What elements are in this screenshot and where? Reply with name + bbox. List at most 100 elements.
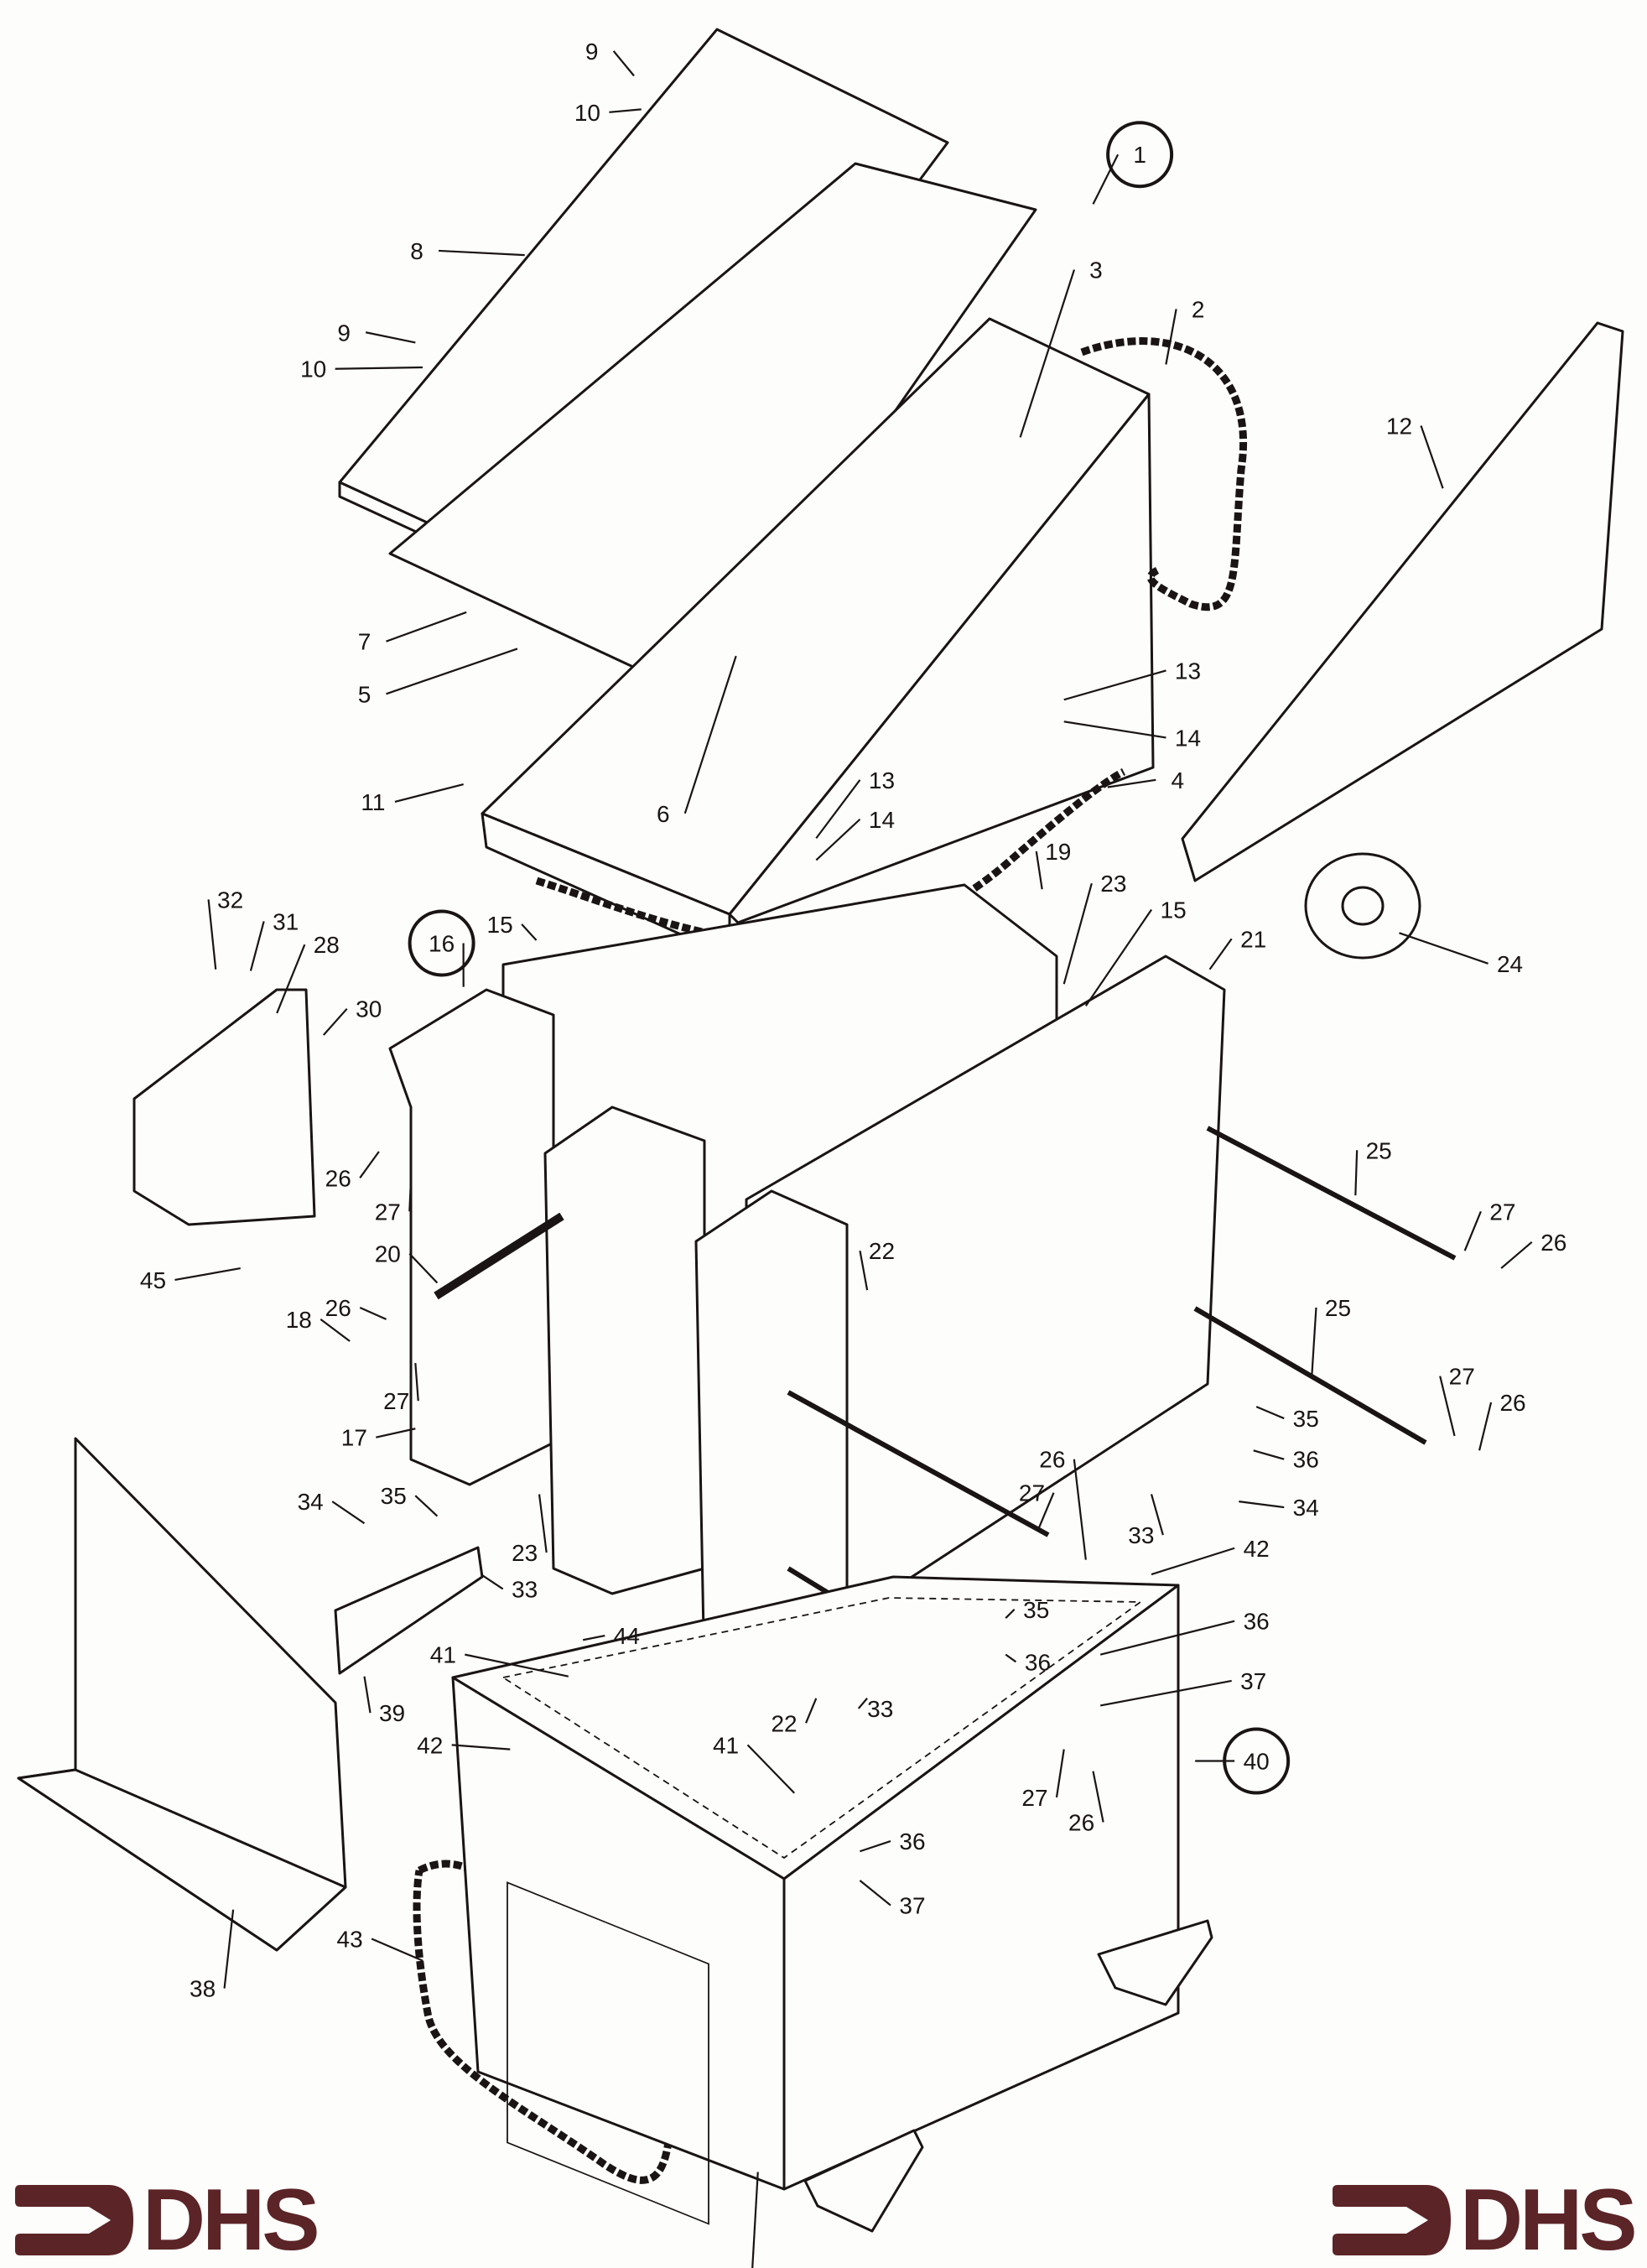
callout-9: 9: [337, 320, 351, 346]
part-left-section: [388, 988, 555, 1486]
callout-23: 23: [1100, 871, 1126, 897]
callout-33: 33: [512, 1576, 538, 1602]
leader-line-42: [1151, 1547, 1235, 1576]
part-base-casing: [451, 1575, 1180, 2225]
callout-27: 27: [1019, 1480, 1045, 1506]
callout-37: 37: [899, 1893, 925, 1919]
leader-line-12: [1420, 425, 1444, 489]
callout-42: 42: [417, 1732, 443, 1758]
leader-line-26: [359, 1306, 387, 1320]
callout-43: 43: [337, 1927, 363, 1953]
callout-3: 3: [1089, 257, 1103, 284]
callout-12: 12: [1386, 413, 1412, 439]
callout-27: 27: [1489, 1199, 1515, 1225]
leader-line-26: [1073, 1459, 1087, 1560]
leader-line-9: [612, 50, 635, 77]
leader-line-37: [1099, 1679, 1232, 1707]
leader-line-7: [386, 611, 467, 642]
leader-line-42: [451, 1744, 511, 1750]
callout-25: 25: [1366, 1137, 1392, 1163]
leader-line-13: [1063, 669, 1166, 701]
callout-34: 34: [298, 1489, 324, 1515]
callout-circle-16: [408, 909, 475, 977]
callout-35: 35: [1023, 1597, 1049, 1623]
leader-line-27: [414, 1362, 419, 1402]
callout-26: 26: [1540, 1230, 1566, 1256]
leader-line-26: [1092, 1771, 1104, 1823]
callout-44: 44: [614, 1623, 640, 1649]
leader-line-1: [1092, 153, 1120, 205]
leader-line-22: [859, 1251, 869, 1291]
dhs-logo-right: DHS: [1329, 2177, 1638, 2264]
part-tie-rod-upper: [1206, 1126, 1457, 1261]
callout-5: 5: [358, 681, 371, 707]
callout-13: 13: [869, 767, 895, 793]
leader-line-45: [174, 1267, 241, 1282]
leader-line-37: [859, 1880, 891, 1906]
callout-15: 15: [1161, 897, 1187, 923]
arrow-logo-icon: [15, 2185, 133, 2255]
leader-line-35: [1005, 1608, 1016, 1619]
dhs-logo-left: DHS: [12, 2172, 320, 2268]
leader-line-43: [371, 1938, 423, 1962]
leader-line-6: [683, 655, 737, 814]
leader-line-31: [249, 921, 265, 971]
callout-27: 27: [383, 1388, 409, 1414]
callout-28: 28: [314, 932, 340, 958]
leader-line-8: [439, 249, 525, 257]
leader-line-27: [1439, 1376, 1456, 1437]
callout-10: 10: [574, 100, 600, 126]
leader-line-34: [331, 1501, 366, 1525]
callout-6: 6: [657, 801, 670, 827]
leader-line-33: [480, 1574, 504, 1590]
part-stud-20: [434, 1212, 564, 1300]
callout-26: 26: [325, 1165, 351, 1191]
leader-line-19: [1035, 850, 1043, 890]
leader-line-15: [1084, 908, 1152, 1007]
logo-text: DHS: [143, 2172, 320, 2268]
callout-circle-40: [1223, 1727, 1291, 1795]
leader-line-25: [1311, 1307, 1317, 1378]
callout-11: 11: [361, 789, 385, 815]
callout-10: 10: [300, 356, 326, 382]
callout-41: 41: [713, 1732, 739, 1758]
callout-7: 7: [358, 629, 371, 655]
leader-line-35: [1255, 1406, 1285, 1420]
leader-line-36: [1005, 1653, 1017, 1663]
leader-line-35: [414, 1495, 439, 1517]
leader-line-27: [1055, 1749, 1065, 1798]
callout-41: 41: [430, 1642, 456, 1668]
callout-26: 26: [1039, 1447, 1065, 1473]
leader-line-21: [1208, 938, 1233, 970]
leader-line-17: [376, 1428, 416, 1438]
leader-line-13: [815, 779, 861, 840]
callout-14: 14: [1175, 725, 1201, 751]
leader-line-36: [1253, 1449, 1285, 1460]
leader-line-5: [386, 648, 518, 695]
callout-19: 19: [1045, 839, 1071, 865]
leader-line-3: [1019, 269, 1076, 438]
leader-line-10: [335, 366, 423, 370]
part-middle-section: [543, 1105, 706, 1595]
callout-24: 24: [1497, 951, 1523, 977]
callout-30: 30: [356, 996, 382, 1022]
callout-13: 13: [1175, 658, 1201, 684]
part-side-plate: [1181, 321, 1624, 882]
part-hood-casing: [481, 317, 1155, 958]
callout-31: 31: [273, 908, 299, 934]
callout-33: 33: [1128, 1522, 1154, 1548]
callout-40: 40: [1244, 1749, 1270, 1775]
callout-36: 36: [1025, 1649, 1051, 1675]
callout-37: 37: [1240, 1668, 1266, 1694]
callout-36: 36: [899, 1828, 925, 1854]
leader-line-38: [223, 1909, 235, 1989]
callout-27: 27: [375, 1199, 401, 1225]
leader-line-27: [1463, 1210, 1482, 1251]
leader-line-14: [815, 818, 861, 861]
part-tie-rod-front-a: [787, 1390, 1050, 1537]
callout-36: 36: [1293, 1447, 1319, 1473]
leader-line-28: [276, 944, 306, 1014]
leader-line-25: [1354, 1150, 1359, 1196]
callout-26: 26: [1499, 1390, 1525, 1416]
